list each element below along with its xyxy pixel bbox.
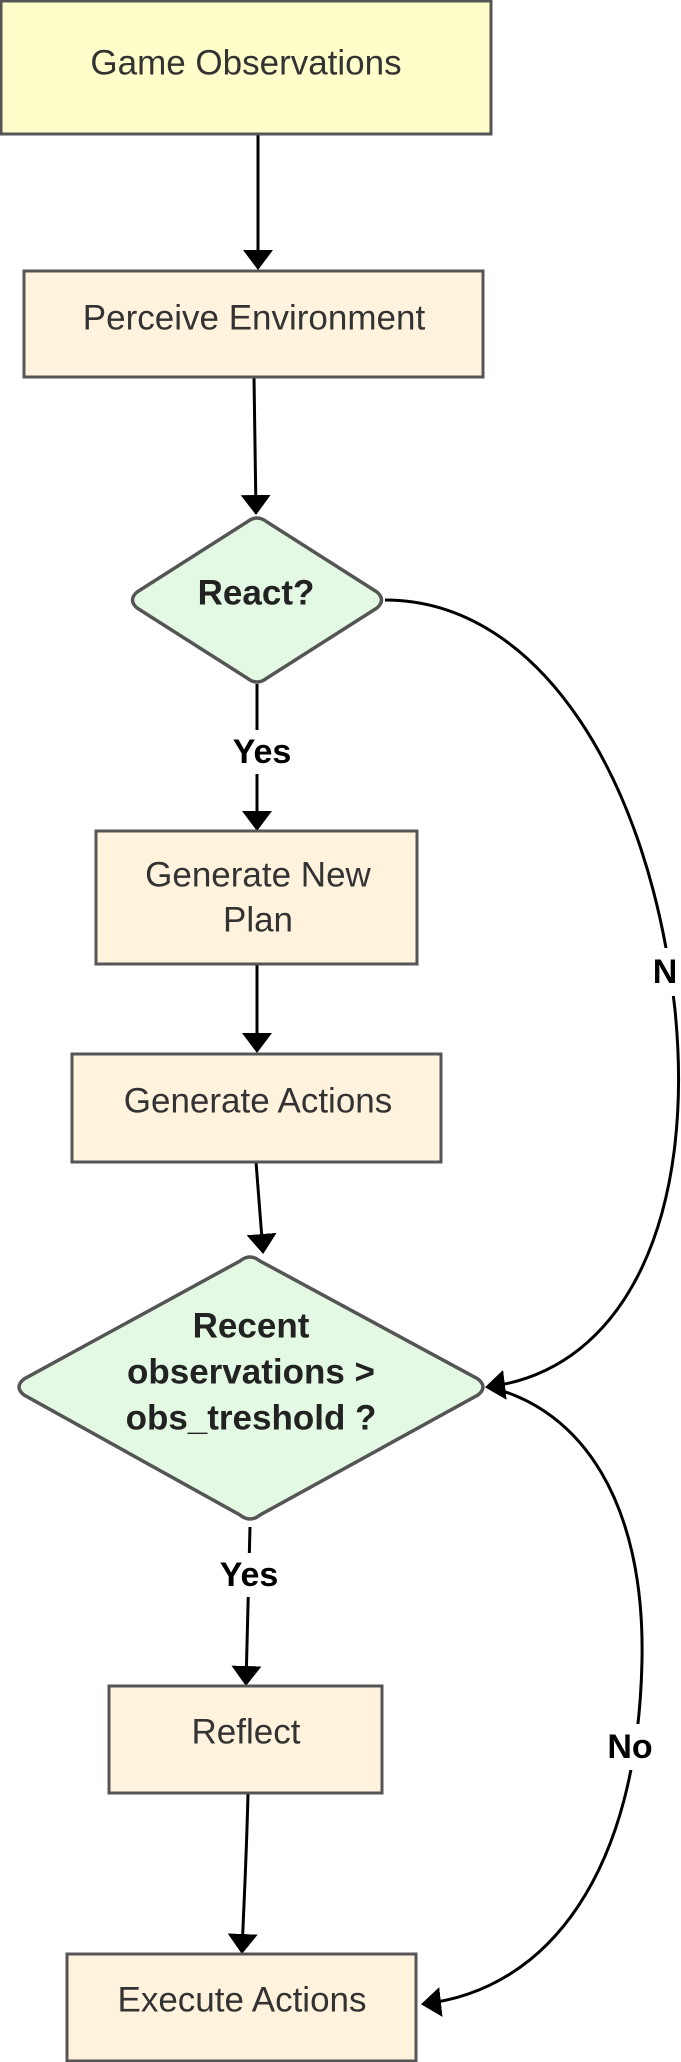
node-perceive-environment: Perceive Environment [22,269,485,379]
node-observations-decision-line2: observations > [127,1353,375,1392]
node-observations-decision-line1: Recent [193,1307,310,1346]
edge-label-react-no: N [653,953,678,991]
node-game-observations-label: Game Observations [90,44,401,83]
node-observations-decision: Recent observations > obs_treshold ? [17,1255,485,1521]
node-reflect: Reflect [107,1684,384,1795]
node-react-decision: React? [130,516,384,684]
node-perceive-environment-label: Perceive Environment [83,299,426,338]
node-generate-actions: Generate Actions [70,1052,443,1164]
edge-actions-to-observations [246,1161,277,1254]
node-generate-actions-label: Generate Actions [124,1082,393,1121]
node-execute-actions: Execute Actions [65,1952,418,2062]
node-observations-decision-line3: obs_treshold ? [126,1399,377,1438]
edge-observations-no [421,1386,644,2017]
node-generate-new-plan-line1: Generate New [145,856,371,895]
node-generate-new-plan-line2: Plan [223,901,293,940]
node-generate-new-plan: Generate New Plan [94,829,419,966]
edge-observations-yes [231,1526,262,1686]
edge-label-react-yes: Yes [233,733,292,771]
node-reflect-label: Reflect [192,1713,301,1752]
edge-label-observations-no: No [607,1728,652,1766]
edge-reflect-to-execute [227,1793,258,1954]
edge-label-observations-yes: Yes [220,1556,279,1594]
node-game-observations: Game Observations [0,0,493,136]
node-execute-actions-label: Execute Actions [117,1981,366,2020]
node-react-decision-label: React? [198,574,315,613]
edge-react-no [384,598,681,1400]
edge-perceive-to-react [240,376,271,515]
